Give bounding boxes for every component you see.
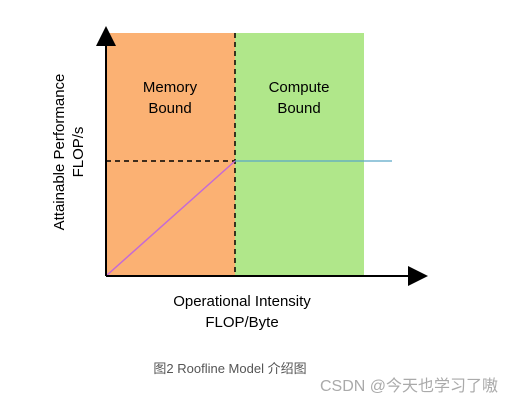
x-axis-label-line2: FLOP/Byte: [205, 314, 278, 331]
compute-bound-label-line2: Bound: [277, 100, 320, 117]
watermark: CSDN @今天也学习了嗷: [319, 378, 498, 395]
memory-bound-label-line2: Bound: [148, 100, 191, 117]
compute-bound-label-line1: Compute: [269, 79, 330, 96]
memory-bound-region: [106, 33, 235, 276]
memory-slope-line: [105, 160, 236, 277]
y-axis-label-line1: Attainable Performance: [51, 74, 68, 231]
x-axis-label-line1: Operational Intensity: [173, 293, 311, 310]
compute-bound-region: [235, 33, 364, 276]
memory-bound-label-line1: Memory: [143, 79, 198, 96]
figure-caption: 图2 Roofline Model 介绍图: [153, 361, 307, 376]
y-axis-label-line2: FLOP/s: [70, 127, 87, 178]
